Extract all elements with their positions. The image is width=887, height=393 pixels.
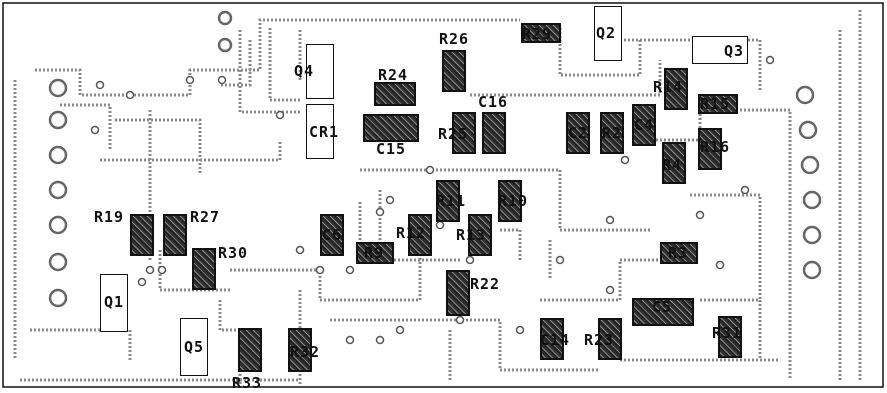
- transistor-outline-q5: [180, 318, 208, 376]
- label-r29: R29: [522, 25, 553, 43]
- label-c5: C5: [652, 298, 673, 316]
- transistor-outline-q3: [692, 36, 748, 64]
- label-r14: R14: [653, 78, 684, 96]
- label-q2: Q2: [596, 24, 617, 42]
- label-r22: R22: [470, 275, 501, 293]
- pad-r3: [660, 242, 698, 264]
- pad-c5: [632, 298, 694, 326]
- pad-c6: [320, 214, 344, 256]
- label-r23: R23: [584, 331, 615, 349]
- pad-r29: [521, 23, 561, 43]
- pad-r16: [698, 128, 722, 170]
- pad-r2: [600, 112, 624, 154]
- label-c14: C14: [540, 331, 571, 349]
- label-c6: C6: [322, 226, 343, 244]
- label-r16: R16: [700, 138, 731, 156]
- label-r13: R13: [456, 226, 487, 244]
- diode-outline-cr1: [306, 104, 334, 159]
- pad-c4: [632, 104, 656, 146]
- label-r33: R33: [232, 374, 263, 392]
- pad-r22: [446, 270, 470, 316]
- label-r30: R30: [218, 244, 249, 262]
- pad-r12: [408, 214, 432, 256]
- label-c4: C4: [634, 116, 655, 134]
- pad-r14: [664, 68, 688, 110]
- label-c16: C16: [478, 93, 509, 111]
- label-r19: R19: [94, 208, 125, 226]
- pad-r23: [598, 318, 622, 360]
- label-r4: R4: [662, 156, 683, 174]
- label-r26: R26: [439, 30, 470, 48]
- label-r31: R31: [712, 324, 743, 342]
- pad-r10: [498, 180, 522, 222]
- transistor-outline-q4: [306, 44, 334, 99]
- label-r3: R3: [668, 244, 689, 262]
- pad-r27: [163, 214, 187, 256]
- label-q3: Q3: [724, 42, 745, 60]
- pad-r24: [374, 82, 416, 106]
- label-cr1: CR1: [309, 123, 340, 141]
- label-q4: Q4: [294, 62, 315, 80]
- label-c15: C15: [376, 140, 407, 158]
- label-r25: R25: [438, 125, 469, 143]
- label-r12: R12: [396, 224, 427, 242]
- pad-r30: [192, 248, 216, 290]
- label-r24: R24: [378, 66, 409, 84]
- transistor-outline-q1: [100, 274, 128, 332]
- transistor-outline-q2: [594, 6, 622, 61]
- label-c2: C2: [568, 124, 589, 142]
- pad-r15: [698, 94, 738, 114]
- pad-c16: [482, 112, 506, 154]
- pad-r25: [452, 112, 476, 154]
- label-r11: R11: [436, 192, 467, 210]
- pad-r11: [436, 180, 460, 222]
- pad-r26: [442, 50, 466, 92]
- pad-r31: [718, 316, 742, 358]
- label-r15: R15: [700, 95, 731, 113]
- pad-c2: [566, 112, 590, 154]
- pad-r33: [238, 328, 262, 372]
- pad-r9: [356, 242, 394, 264]
- pad-r13: [468, 214, 492, 256]
- label-r2: R2: [602, 124, 623, 142]
- pad-r32: [288, 328, 312, 372]
- label-q5: Q5: [184, 338, 205, 356]
- pad-r4: [662, 142, 686, 184]
- label-r32: R32: [290, 343, 321, 361]
- pad-c15: [363, 114, 419, 142]
- label-r9: R9: [364, 244, 385, 262]
- label-r10: R10: [498, 192, 529, 210]
- label-q1: Q1: [104, 293, 125, 311]
- pad-r19: [130, 214, 154, 256]
- pad-c14: [540, 318, 564, 360]
- label-r27: R27: [190, 208, 221, 226]
